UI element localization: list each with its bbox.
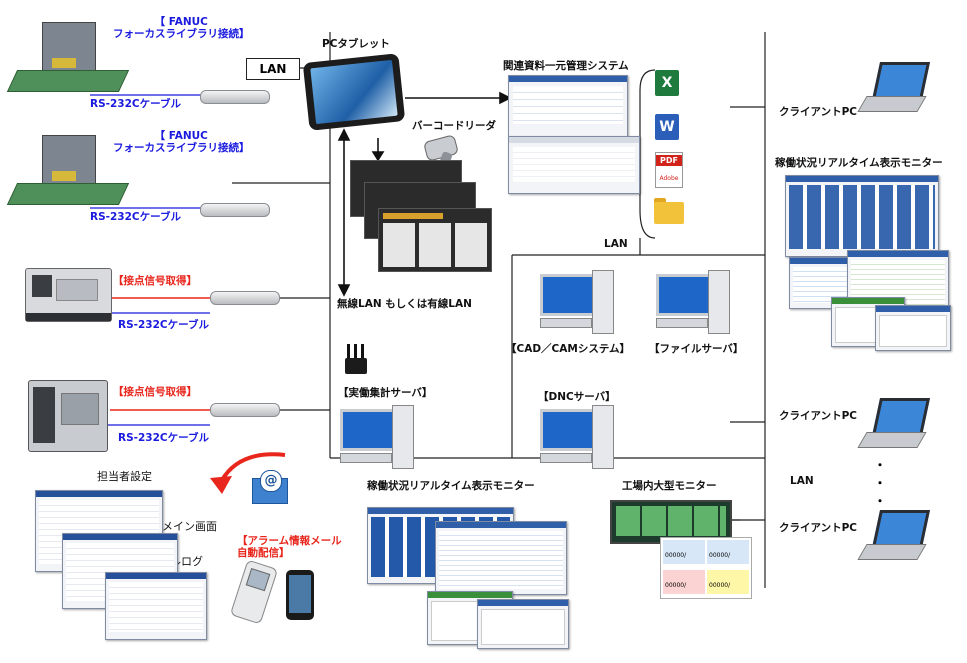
doc-system-window-1 (508, 75, 628, 137)
client-pc-label-3: クライアントPC (779, 522, 857, 534)
realtime-monitor-bottom-label: 稼働状況リアルタイム表示モニター (367, 480, 535, 492)
dnc-server-label: 【DNCサーバ】 (538, 391, 616, 403)
machine-1-tag: 【 FANUC フォーカスライブラリ接続】 (113, 16, 250, 41)
lan-right-label: LAN (790, 475, 814, 487)
pdf-icon: PDF Adobe (655, 152, 683, 188)
factory-value-4: 00000/ (709, 582, 731, 589)
mail-icon: @ (250, 470, 290, 506)
barcode-reader-label: バーコードリーダ (412, 120, 496, 132)
continuation-dots: ・ ・ ・ (874, 458, 887, 508)
machine-3-tag: 【接点信号取得】 (113, 275, 197, 287)
lan-box-label: LAN (259, 62, 287, 76)
cad-cam-label: 【CAD／CAMシステム】 (506, 343, 631, 355)
laptop-icon-2 (857, 398, 931, 450)
adobe-label: Adobe (659, 175, 679, 182)
laptop-icon-3 (857, 510, 931, 562)
modem-1 (200, 90, 270, 104)
machine-4 (28, 380, 108, 452)
machine-4-tag: 【接点信号取得】 (113, 386, 197, 398)
folder-icon (654, 198, 684, 224)
machine-1 (6, 22, 130, 102)
lan-box: LAN (246, 58, 300, 80)
factory-value-1: 00000/ (665, 552, 687, 559)
machine-2 (6, 135, 130, 215)
file-server-label: 【ファイルサーバ】 (649, 343, 744, 355)
modem-2 (200, 203, 270, 217)
factory-value-3: 00000/ (665, 582, 687, 589)
router-icon (345, 344, 367, 374)
modem-3 (210, 291, 280, 305)
pdf-label: PDF (656, 155, 682, 166)
actual-server-label: 【実働集計サーバ】 (338, 387, 433, 399)
realtime-monitor-right-label: 稼働状況リアルタイム表示モニター (775, 157, 943, 169)
factory-monitor-label: 工場内大型モニター (622, 480, 717, 492)
alarm-mail-label: 【アラーム情報メール 自動配信】 (237, 535, 342, 560)
operator-setting-label: 担当者設定 (97, 470, 152, 483)
client-pc-label-2: クライアントPC (779, 410, 857, 422)
word-icon: W (655, 114, 679, 140)
smartphone-icon (286, 570, 314, 620)
machine-3 (25, 268, 112, 322)
doc-system-label: 関連資料一元管理システム (503, 60, 629, 72)
dnc-server-icon (540, 405, 620, 469)
client-pc-label-1: クライアントPC (779, 106, 857, 118)
mail-log-window (105, 572, 207, 640)
lan-mid-label: LAN (604, 238, 628, 250)
machine-2-cable: RS-232Cケーブル (90, 211, 181, 223)
machine-1-cable: RS-232Cケーブル (90, 98, 181, 110)
realtime-monitor-bottom-screens (367, 507, 577, 652)
machine-2-tag: 【 FANUC フォーカスライブラリ接続】 (113, 130, 250, 155)
laptop-icon-1 (857, 62, 931, 114)
cad-cam-pc-icon (540, 270, 620, 334)
realtime-monitor-right-screens (785, 175, 955, 351)
factory-monitor-panel: 00000/ 00000/ 00000/ 00000/ (660, 537, 752, 599)
pc-tablet-label: PCタブレット (322, 38, 390, 50)
doc-system-window-2 (508, 136, 640, 194)
main-screen-label: メイン画面 (162, 520, 217, 533)
actual-server-icon (340, 405, 420, 469)
pc-tablet (302, 53, 406, 131)
machine-4-cable: RS-232Cケーブル (118, 432, 209, 444)
file-server-pc-icon (656, 270, 736, 334)
factory-value-2: 00000/ (709, 552, 731, 559)
wireless-lan-label: 無線LAN もしくは有線LAN (337, 298, 472, 310)
excel-icon: X (655, 70, 679, 96)
tablet-screen-stack (350, 160, 492, 275)
machine-3-cable: RS-232Cケーブル (118, 319, 209, 331)
modem-4 (210, 403, 280, 417)
